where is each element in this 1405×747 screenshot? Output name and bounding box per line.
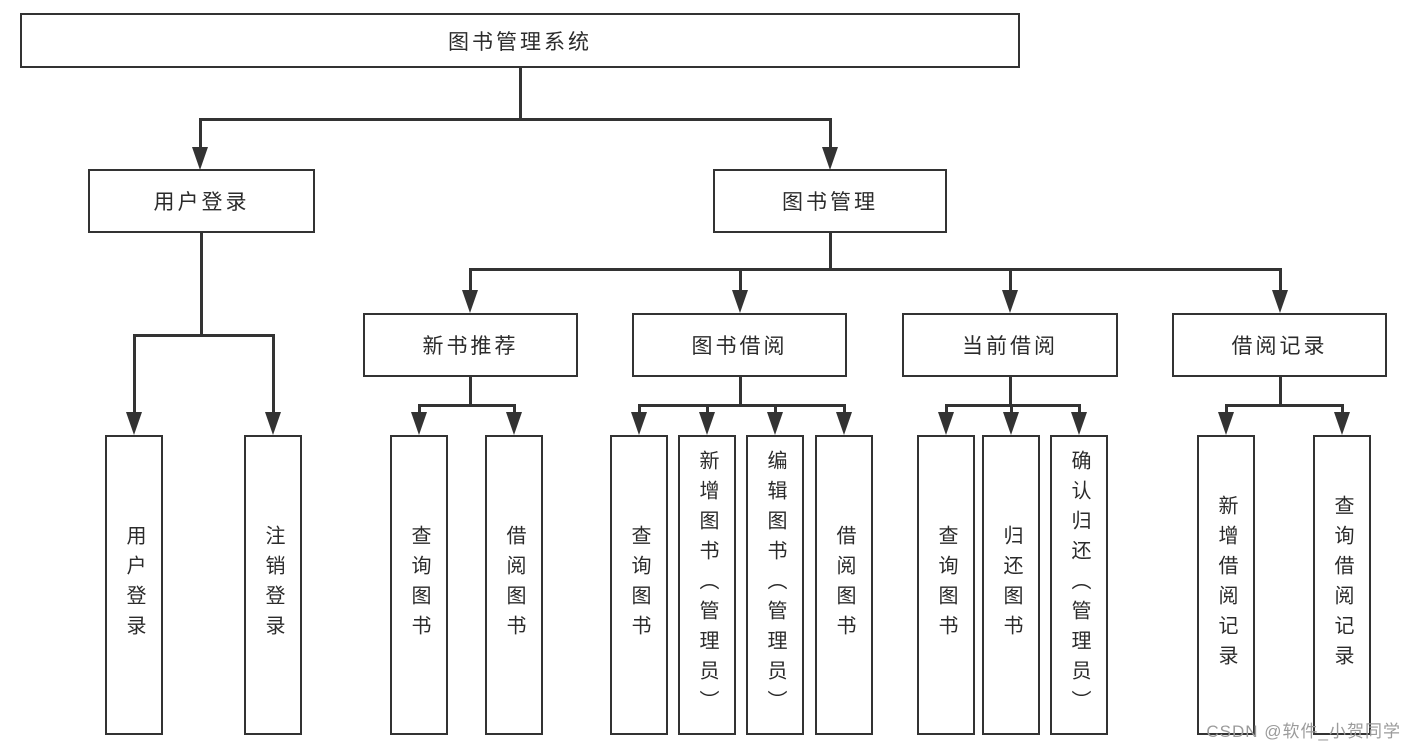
leaf-borrow-book: 借阅图书 xyxy=(815,435,873,735)
arrow-down-icon xyxy=(1334,412,1350,435)
leaf-query-book-recommend: 查询图书 xyxy=(390,435,448,735)
leaf-logout-label: 注销登录 xyxy=(262,525,284,645)
leaf-confirm-return-admin-label: 确认归还（管理员） xyxy=(1068,450,1090,720)
connector-borrow-records-stem xyxy=(1279,375,1282,406)
node-root-system: 图书管理系统 xyxy=(20,13,1020,68)
leaf-return-book-label: 归还图书 xyxy=(1000,525,1022,645)
leaf-query-book-current-label: 查询图书 xyxy=(935,525,957,645)
connector-to-new-book-recommend xyxy=(469,268,472,292)
arrow-down-icon xyxy=(1272,290,1288,313)
leaf-query-book-recommend-label: 查询图书 xyxy=(408,525,430,645)
leaf-query-book-borrow: 查询图书 xyxy=(610,435,668,735)
arrow-down-icon xyxy=(265,412,281,435)
arrow-down-icon xyxy=(1071,412,1087,435)
leaf-add-book-admin: 新增图书（管理员） xyxy=(678,435,736,735)
node-user-login: 用户登录 xyxy=(88,169,315,233)
connector-to-leaf-user-login xyxy=(133,334,136,414)
arrow-down-icon xyxy=(462,290,478,313)
node-borrow-records-label: 借阅记录 xyxy=(1231,335,1328,358)
leaf-add-borrow-record: 新增借阅记录 xyxy=(1197,435,1255,735)
connector-new-book-stem xyxy=(469,375,472,406)
connector-leaf-stub xyxy=(945,404,948,414)
node-new-book-recommend: 新书推荐 xyxy=(363,313,578,377)
arrow-down-icon xyxy=(1003,412,1019,435)
arrow-down-icon xyxy=(1218,412,1234,435)
arrow-down-icon xyxy=(1002,290,1018,313)
connector-to-borrow-records xyxy=(1279,268,1282,292)
leaf-borrow-book-recommend-label: 借阅图书 xyxy=(503,525,525,645)
arrow-down-icon xyxy=(506,412,522,435)
arrow-down-icon xyxy=(938,412,954,435)
node-current-borrow: 当前借阅 xyxy=(902,313,1118,377)
arrow-down-icon xyxy=(631,412,647,435)
connector-leaf-stub xyxy=(418,404,421,414)
leaf-edit-book-admin-label: 编辑图书（管理员） xyxy=(764,450,786,720)
arrow-down-icon xyxy=(836,412,852,435)
leaf-borrow-book-label: 借阅图书 xyxy=(833,525,855,645)
connector-root-bar xyxy=(199,118,831,121)
leaf-add-borrow-record-label: 新增借阅记录 xyxy=(1215,495,1237,675)
connector-borrow-records-bar xyxy=(1225,404,1344,407)
connector-root-stem xyxy=(519,66,522,119)
connector-root-to-book-management xyxy=(829,118,832,151)
connector-user-login-bar xyxy=(133,334,275,337)
node-book-management-label: 图书管理 xyxy=(782,191,878,214)
connector-current-borrow-stem xyxy=(1009,375,1012,406)
connector-leaf-stub xyxy=(1078,404,1081,414)
connector-new-book-bar xyxy=(418,404,516,407)
connector-leaf-stub xyxy=(638,404,641,414)
watermark: CSDN @软件_小贺同学 xyxy=(1206,722,1401,741)
node-book-management: 图书管理 xyxy=(713,169,947,233)
leaf-user-login: 用户登录 xyxy=(105,435,163,735)
leaf-query-book-borrow-label: 查询图书 xyxy=(628,525,650,645)
leaf-add-book-admin-label: 新增图书（管理员） xyxy=(696,450,718,720)
connector-leaf-stub xyxy=(1341,404,1344,414)
connector-book-management-bar xyxy=(469,268,1282,271)
node-book-borrow-label: 图书借阅 xyxy=(691,335,788,358)
connector-current-borrow-bar xyxy=(945,404,1081,407)
connector-to-book-borrow xyxy=(739,268,742,292)
leaf-query-borrow-record-label: 查询借阅记录 xyxy=(1331,495,1353,675)
arrow-down-icon xyxy=(822,147,838,170)
leaf-user-login-label: 用户登录 xyxy=(123,525,145,645)
leaf-edit-book-admin: 编辑图书（管理员） xyxy=(746,435,804,735)
arrow-down-icon xyxy=(192,147,208,170)
connector-to-current-borrow xyxy=(1009,268,1012,292)
node-borrow-records: 借阅记录 xyxy=(1172,313,1387,377)
arrow-down-icon xyxy=(411,412,427,435)
connector-leaf-stub xyxy=(774,404,777,414)
leaf-return-book: 归还图书 xyxy=(982,435,1040,735)
connector-root-to-user-login xyxy=(199,118,202,151)
arrow-down-icon xyxy=(126,412,142,435)
node-user-login-label: 用户登录 xyxy=(153,191,250,214)
connector-leaf-stub xyxy=(1010,404,1013,414)
connector-book-borrow-stem xyxy=(739,375,742,406)
connector-user-login-stem xyxy=(200,231,203,336)
arrow-down-icon xyxy=(767,412,783,435)
arrow-down-icon xyxy=(732,290,748,313)
node-root-label: 图书管理系统 xyxy=(448,30,592,54)
leaf-confirm-return-admin: 确认归还（管理员） xyxy=(1050,435,1108,735)
connector-to-leaf-logout xyxy=(272,334,275,414)
connector-leaf-stub xyxy=(1225,404,1228,414)
leaf-borrow-book-recommend: 借阅图书 xyxy=(485,435,543,735)
node-current-borrow-label: 当前借阅 xyxy=(962,335,1058,358)
connector-leaf-stub xyxy=(513,404,516,414)
leaf-query-book-current: 查询图书 xyxy=(917,435,975,735)
leaf-query-borrow-record: 查询借阅记录 xyxy=(1313,435,1371,735)
arrow-down-icon xyxy=(699,412,715,435)
connector-book-management-stem xyxy=(829,231,832,270)
node-new-book-recommend-label: 新书推荐 xyxy=(422,335,519,358)
connector-book-borrow-bar xyxy=(638,404,846,407)
node-book-borrow: 图书借阅 xyxy=(632,313,847,377)
connector-leaf-stub xyxy=(706,404,709,414)
connector-leaf-stub xyxy=(843,404,846,414)
leaf-logout: 注销登录 xyxy=(244,435,302,735)
